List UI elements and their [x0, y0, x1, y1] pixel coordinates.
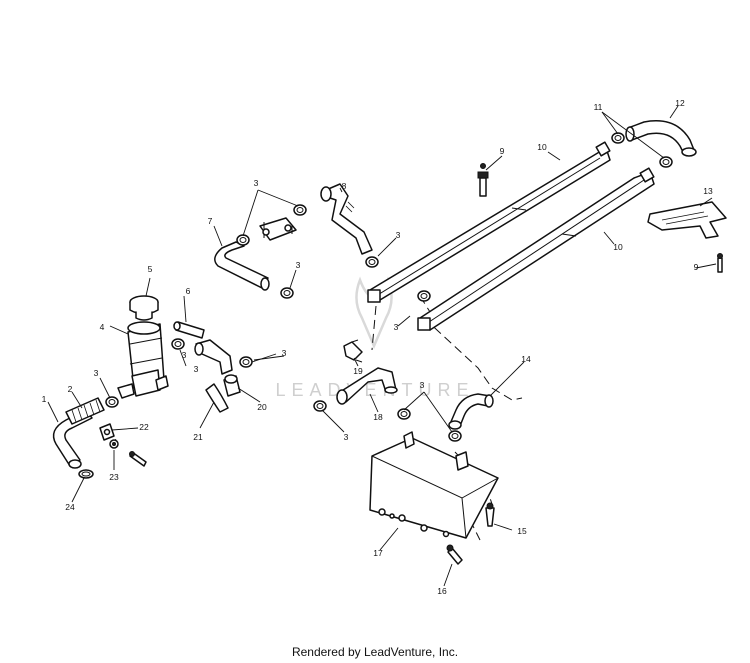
callout-3: 3 — [396, 230, 401, 240]
clamp — [611, 132, 625, 144]
reservoir-cap — [129, 295, 159, 321]
callout-20: 20 — [257, 402, 267, 412]
heat-exchanger-lower — [417, 167, 655, 331]
clamp — [293, 204, 307, 216]
callout-14: 14 — [521, 354, 531, 364]
short-straight-hose — [173, 321, 205, 339]
hose-curved-14 — [448, 393, 494, 430]
hose-upper-right — [625, 120, 697, 157]
callout-3: 3 — [94, 368, 99, 378]
callout-3: 3 — [182, 350, 187, 360]
clamp — [365, 256, 379, 268]
fastener-9-upper — [477, 163, 489, 197]
small-hose-20 — [205, 374, 241, 413]
washer-23 — [109, 439, 119, 449]
hose-s-shaped — [320, 183, 373, 255]
corrugated-hose — [65, 397, 105, 425]
callout-3: 3 — [344, 432, 349, 442]
callout-9: 9 — [694, 262, 699, 272]
clamp — [105, 396, 119, 408]
callout-3: 3 — [420, 380, 425, 390]
clamp — [448, 430, 462, 442]
heat-exchanger-upper — [367, 141, 611, 303]
callout-9: 9 — [500, 146, 505, 156]
callout-3: 3 — [394, 322, 399, 332]
clamp-24 — [78, 469, 94, 479]
callout-7: 7 — [208, 216, 213, 226]
leader-lines — [47, 105, 717, 587]
callout-13: 13 — [703, 186, 713, 196]
callout-12: 12 — [675, 98, 685, 108]
callout-2: 2 — [68, 384, 73, 394]
callout-18: 18 — [373, 412, 383, 422]
callout-3: 3 — [282, 348, 287, 358]
callout-4: 4 — [100, 322, 105, 332]
callout-15: 15 — [517, 526, 527, 536]
clamp — [171, 338, 185, 350]
connector-22 — [99, 423, 115, 441]
callout-8: 8 — [342, 181, 347, 191]
hose-clamps — [105, 132, 673, 442]
callout-11: 11 — [594, 102, 603, 112]
callout-10: 10 — [537, 142, 547, 152]
bracket — [647, 201, 727, 239]
callout-10: 10 — [613, 242, 623, 252]
clamp — [659, 156, 673, 168]
fastener-15 — [485, 502, 495, 527]
fitting-block — [259, 217, 297, 241]
fastener-9-right — [717, 253, 723, 273]
callout-23: 23 — [109, 472, 119, 482]
callout-17: 17 — [373, 548, 383, 558]
callout-19: 19 — [353, 366, 363, 376]
elbow-hose-18 — [336, 367, 398, 405]
callout-3: 3 — [254, 178, 259, 188]
callout-6: 6 — [186, 286, 191, 296]
callouts: 1 2 3 3 3 3 3 3 3 3 3 3 4 5 6 7 8 9 9 10… — [42, 98, 713, 596]
callout-16: 16 — [437, 586, 447, 596]
radiator-shroud — [369, 431, 499, 539]
clamp — [239, 356, 253, 368]
clamp — [397, 408, 411, 420]
hose-lower-left — [52, 409, 93, 469]
fastener-16 — [446, 544, 463, 565]
bolt-23 — [129, 451, 147, 467]
clamp — [417, 290, 431, 302]
hose-long — [214, 241, 270, 291]
clamp — [280, 287, 294, 299]
rendered-by-credit: Rendered by LeadVenture, Inc. — [291, 645, 459, 659]
callout-22: 22 — [139, 422, 149, 432]
clamp — [236, 234, 250, 246]
callout-24: 24 — [65, 502, 75, 512]
callout-1: 1 — [42, 394, 47, 404]
watermark-text: LEADVENTURE — [275, 380, 474, 400]
coolant-reservoir — [117, 321, 169, 399]
callout-3: 3 — [296, 260, 301, 270]
callout-21: 21 — [193, 432, 203, 442]
callout-3: 3 — [194, 364, 199, 374]
callout-5: 5 — [148, 264, 153, 274]
hose-elbow-middle — [194, 339, 233, 375]
spring-clamp — [343, 339, 363, 363]
clamp — [313, 400, 327, 412]
